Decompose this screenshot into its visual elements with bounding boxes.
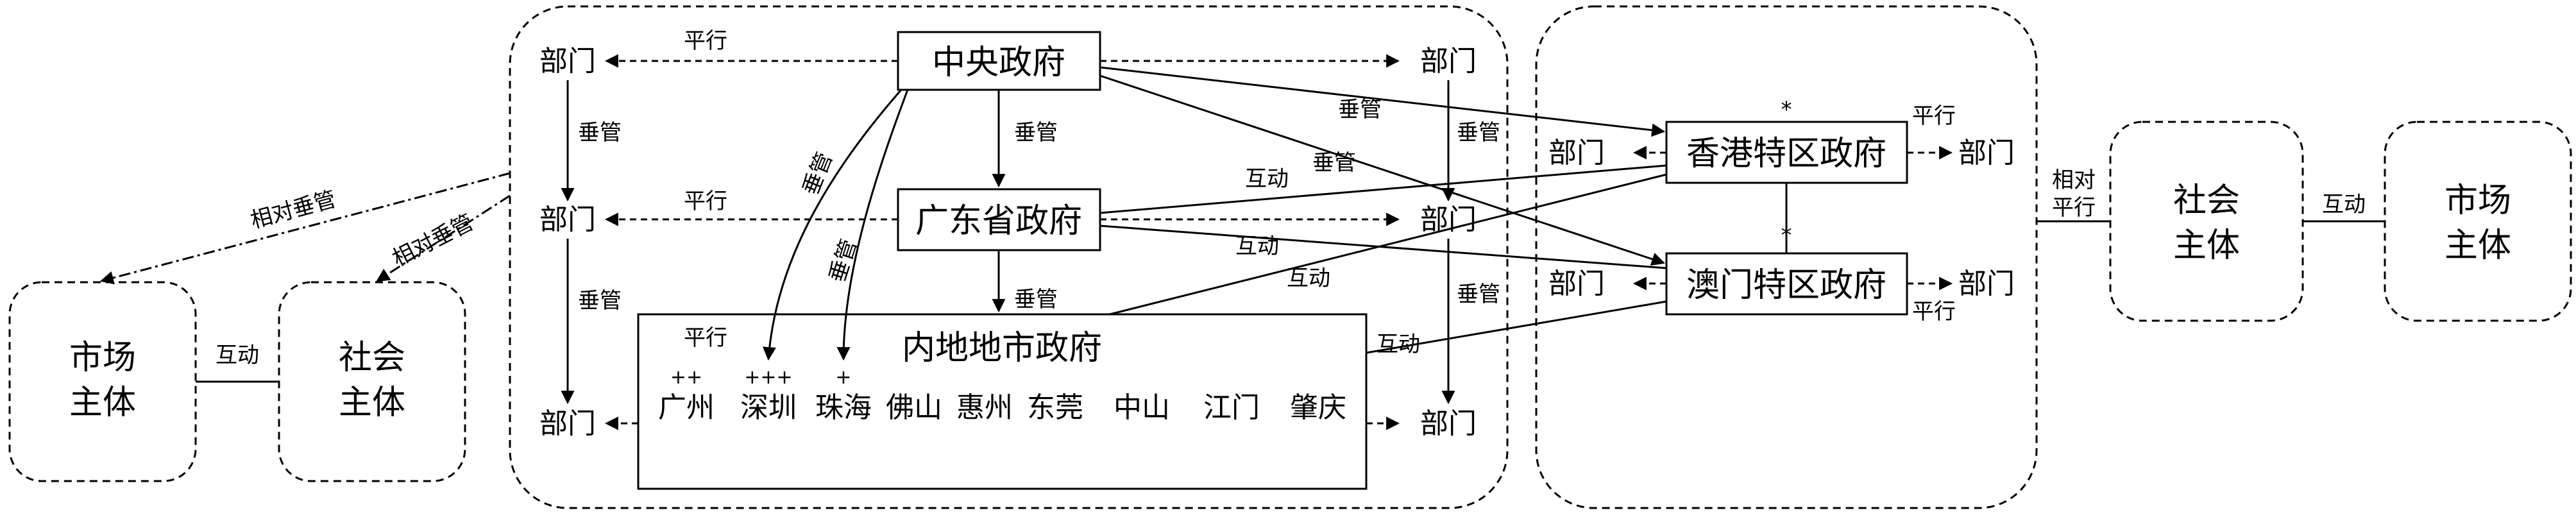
label-star-macau: * <box>1781 223 1792 248</box>
label-parallel-guangdong-left: 平行 <box>684 189 727 214</box>
label-relative-parallel-line2: 平行 <box>2052 195 2096 221</box>
right-social-subject-line2: 主体 <box>2173 226 2240 265</box>
edge-central-to-macau <box>1099 74 1665 266</box>
mainland-city-gov-box <box>637 313 1368 490</box>
city-name: 东莞 <box>1027 391 1083 424</box>
sar-group <box>1535 5 2038 509</box>
label-parallel-city-top: 平行 <box>684 325 727 351</box>
edge-relative-vertical-to-market <box>99 172 511 285</box>
label-relative-vertical-social: 相对垂管 <box>388 210 477 272</box>
label-parallel-macau-right: 平行 <box>1912 299 1956 325</box>
label-star-hk: * <box>1781 97 1792 123</box>
label-interact-right-subjects: 互动 <box>2322 192 2366 217</box>
dept-left-mid: 部门 <box>539 203 596 236</box>
city-name: 江门 <box>1203 391 1260 424</box>
guangdong-gov-box <box>897 188 1101 251</box>
right-social-subject-line1: 社会 <box>2173 182 2240 220</box>
central-gov-label: 中央政府 <box>932 44 1065 82</box>
label-interact-guangdong-macau: 互动 <box>1235 233 1279 259</box>
left-market-subject-box <box>8 281 197 482</box>
label-vertical-central-macau: 垂管 <box>1312 150 1356 176</box>
dept-macau-left: 部门 <box>1548 267 1605 300</box>
dept-hk-left: 部门 <box>1548 137 1605 169</box>
label-vertical-central-zhuhai: 垂管 <box>824 236 862 285</box>
city-name: 深圳 <box>740 391 797 424</box>
label-vertical-central-guangdong: 垂管 <box>1014 120 1058 146</box>
label-interact-left-subjects: 互动 <box>216 343 259 368</box>
label-interact-city-hk: 互动 <box>1287 266 1330 291</box>
mainland-city-gov-label: 内地地市政府 <box>902 329 1102 368</box>
edge-city-hk-interact <box>1109 173 1667 316</box>
left-social-subject-line1: 社会 <box>339 339 405 377</box>
edge-central-to-shenzhen <box>762 89 902 361</box>
left-social-subject-line2: 主体 <box>339 384 405 422</box>
city-name: 肇庆 <box>1290 391 1346 424</box>
city-name: 惠州 <box>956 391 1013 424</box>
dept-right-mid: 部门 <box>1420 203 1477 236</box>
city-mark: ++ <box>670 366 702 389</box>
edge-central-to-hk <box>1099 66 1666 137</box>
label-vertical-central-shenzhen: 垂管 <box>798 149 838 199</box>
label-vertical-left-top: 垂管 <box>578 120 622 146</box>
label-vertical-central-hk: 垂管 <box>1338 97 1382 123</box>
label-relative-vertical-market: 相对垂管 <box>248 186 339 233</box>
label-vertical-left-bottom: 垂管 <box>578 288 622 314</box>
dept-right-top: 部门 <box>1420 45 1477 78</box>
mainland-group <box>509 5 1509 509</box>
left-social-subject-box <box>278 281 466 482</box>
city-mark: +++ <box>744 366 792 389</box>
dept-macau-right: 部门 <box>1958 267 2015 300</box>
edges <box>99 54 2385 430</box>
edge-central-to-zhuhai <box>836 89 909 361</box>
right-market-subject-line1: 市场 <box>2445 182 2511 220</box>
label-parallel-central-left: 平行 <box>684 28 727 54</box>
macau-gov-label: 澳门特区政府 <box>1686 266 1886 305</box>
left-market-subject-line1: 市场 <box>69 339 136 377</box>
edge-relative-vertical-to-social <box>376 194 511 282</box>
edge-guangdong-macau-interact <box>1099 225 1667 269</box>
label-vertical-guangdong-city: 垂管 <box>1014 287 1058 312</box>
edge-city-macau-interact <box>1366 300 1667 354</box>
city-mark: + <box>835 366 851 389</box>
guangdong-gov-label: 广东省政府 <box>915 202 1082 241</box>
label-vertical-right-top: 垂管 <box>1457 120 1500 146</box>
city-list: ++ 广州 +++ 深圳 + 珠海 佛山 惠州 东莞 中山 江门 肇庆 <box>658 366 1346 424</box>
label-vertical-right-bottom: 垂管 <box>1457 282 1500 307</box>
left-market-subject-line2: 主体 <box>69 384 136 422</box>
dept-hk-right: 部门 <box>1958 137 2015 169</box>
city-name: 广州 <box>658 391 715 424</box>
city-name: 珠海 <box>815 391 872 424</box>
edge-guangdong-hk-interact <box>1099 164 1667 214</box>
label-interact-guangdong-hk: 互动 <box>1245 166 1289 192</box>
right-market-subject-line2: 主体 <box>2445 226 2511 265</box>
city-name: 佛山 <box>886 391 942 424</box>
label-relative-parallel-line1: 相对 <box>2052 167 2096 193</box>
dept-right-bottom: 部门 <box>1420 407 1477 440</box>
dept-left-bottom: 部门 <box>539 407 596 440</box>
hk-gov-label: 香港特区政府 <box>1686 135 1886 173</box>
dept-left-top: 部门 <box>539 45 596 78</box>
right-market-subject-box <box>2384 121 2572 322</box>
label-interact-city-macau: 互动 <box>1377 332 1420 357</box>
label-parallel-hk-right: 平行 <box>1912 103 1956 129</box>
right-social-subject-box <box>2109 121 2304 322</box>
city-name: 中山 <box>1114 391 1170 424</box>
